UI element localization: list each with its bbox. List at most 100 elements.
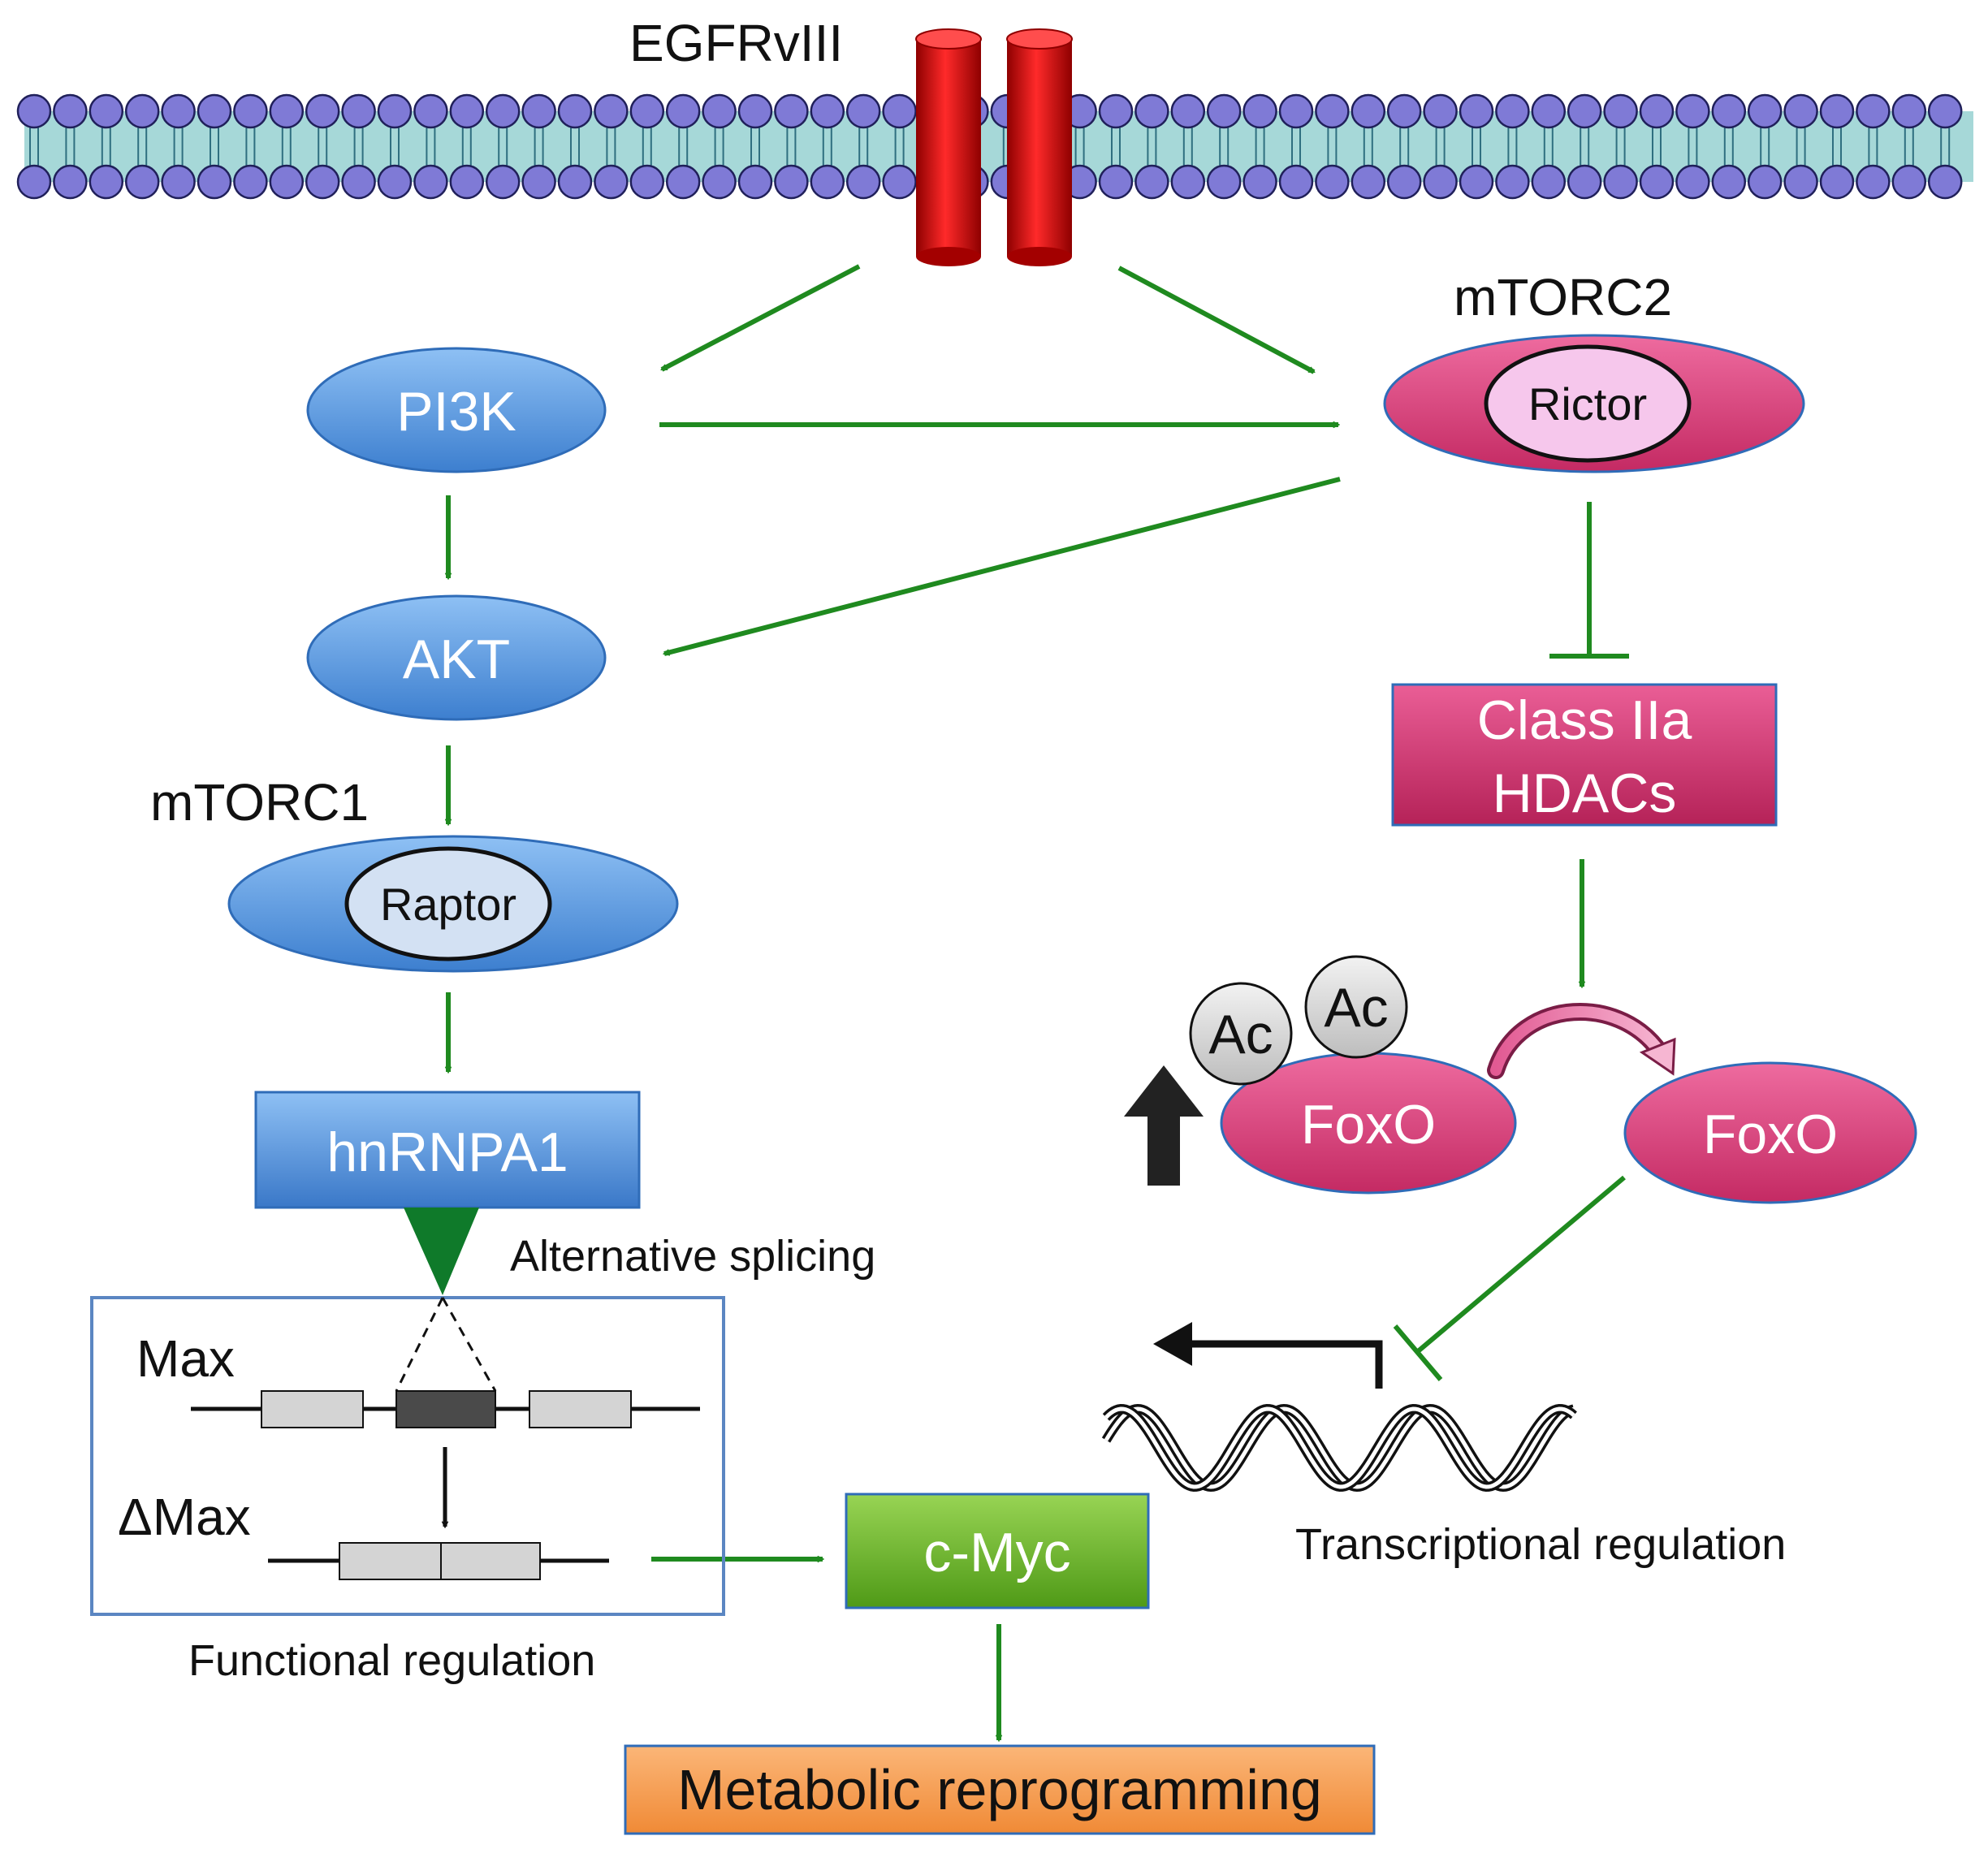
lipid-head	[882, 164, 917, 200]
lipid-head	[124, 164, 160, 200]
acetyl-label-1: Ac	[1208, 1004, 1273, 1065]
dna-helix-icon	[1101, 1403, 1577, 1493]
receptor-cylinder-right-bottom	[1007, 247, 1072, 266]
functional-regulation-label: Functional regulation	[188, 1636, 595, 1685]
lipid-head	[1819, 93, 1855, 129]
acetyl-group-1: Ac	[1189, 982, 1293, 1086]
receptor-cylinder-left-bottom	[916, 247, 981, 266]
max-label: Max	[136, 1329, 235, 1388]
lipid-head	[1856, 93, 1891, 129]
inhibit-foxo-transcription-bar	[1393, 1324, 1443, 1381]
mtorc2-label: mTORC2	[1454, 268, 1672, 326]
deacetylation-curved-arrow-fill	[1490, 1006, 1669, 1076]
lipid-head	[1675, 93, 1710, 129]
lipid-head	[594, 164, 629, 200]
lipid-head	[1603, 164, 1638, 200]
deltamax-exon-3	[440, 1542, 541, 1580]
increase-arrow-icon	[1124, 1065, 1204, 1186]
foxo-label: FoxO	[1703, 1104, 1838, 1165]
foxo-node: FoxO	[1623, 1061, 1917, 1204]
lipid-head	[161, 164, 196, 200]
acetyl-circle-2	[1304, 955, 1408, 1059]
hdac-node: Class IIa HDACs	[1391, 683, 1778, 827]
lipid-head	[1351, 164, 1386, 200]
lipid-head	[16, 164, 52, 200]
lipid-head	[413, 164, 448, 200]
lipid-head	[557, 164, 593, 200]
lipid-head	[1531, 93, 1567, 129]
lipid-head	[341, 93, 376, 129]
deltamax-exon-1	[339, 1542, 442, 1580]
membrane-heads-outer	[16, 93, 1963, 129]
lipid-head	[1315, 164, 1350, 200]
lipid-head	[341, 164, 376, 200]
lipid-head	[594, 93, 629, 129]
lipid-head	[665, 164, 701, 200]
lipid-head	[269, 164, 305, 200]
rictor-subunit	[1484, 344, 1692, 463]
max-exon-1	[261, 1390, 364, 1428]
egfrviii-receptor	[915, 28, 1073, 266]
lipid-head	[810, 93, 845, 129]
hdac-label-line2: HDACs	[1493, 763, 1677, 824]
lipid-head	[1927, 93, 1963, 129]
lipid-head	[1459, 93, 1494, 129]
pathway-edges	[448, 264, 1629, 1740]
deacetylation-curved-arrow	[1487, 1003, 1672, 1079]
lipid-head	[629, 164, 665, 200]
lipid-head	[377, 164, 413, 200]
lipid-head	[305, 164, 340, 200]
foxo-ellipse	[1623, 1061, 1917, 1204]
lipid-head	[1278, 164, 1314, 200]
akt-ellipse	[306, 594, 607, 721]
transcription-start-arrowhead	[1153, 1322, 1192, 1366]
delta-max-label: ΔMax	[118, 1488, 251, 1546]
lipid-head	[665, 93, 701, 129]
lipid-head	[1170, 93, 1206, 129]
lipid-head	[1927, 164, 1963, 200]
lipid-head	[1603, 93, 1638, 129]
lipid-head	[774, 164, 809, 200]
lipid-head	[1747, 164, 1783, 200]
pi3k-node: PI3K	[306, 347, 607, 473]
lipid-head	[89, 93, 124, 129]
dna-strand-2-core	[1104, 1406, 1575, 1489]
lipid-head	[1423, 93, 1458, 129]
lipid-head	[1242, 164, 1277, 200]
lipid-head	[1134, 164, 1169, 200]
lipid-head	[702, 93, 737, 129]
hdac-box	[1391, 683, 1778, 827]
splicing-triangle	[404, 1207, 479, 1295]
mtorc1-label: mTORC1	[150, 773, 369, 832]
lipid-head	[16, 93, 52, 129]
edge-receptor-to-pi3k	[662, 264, 861, 372]
lipid-head	[1819, 164, 1855, 200]
lipid-head	[737, 164, 773, 200]
lipid-head	[1459, 164, 1494, 200]
lipid-head	[1386, 164, 1422, 200]
lipid-head	[1567, 93, 1602, 129]
lipid-head	[305, 93, 340, 129]
lipid-head	[1747, 93, 1783, 129]
lipid-head	[1531, 164, 1567, 200]
lipid-head	[629, 93, 665, 129]
transcription-start-arrow	[1163, 1340, 1383, 1389]
lipid-head	[1386, 93, 1422, 129]
lipid-head	[1134, 93, 1169, 129]
lipid-head	[702, 164, 737, 200]
acetyl-circle-1	[1189, 982, 1293, 1086]
raptor-label: Raptor	[380, 879, 516, 930]
lipid-head	[1783, 93, 1818, 129]
deacetylation-arrowhead	[1639, 1037, 1676, 1076]
lipid-head	[1315, 93, 1350, 129]
lipid-head	[53, 93, 88, 129]
lipid-head	[1675, 164, 1710, 200]
foxo-acetylated-node: FoxO	[1220, 1052, 1517, 1195]
lipid-head	[1495, 93, 1530, 129]
lipid-head	[1856, 164, 1891, 200]
metabolic-label: Metabolic reprogramming	[677, 1758, 1322, 1821]
max-exon-3	[529, 1390, 632, 1428]
cmyc-node: c-Myc	[845, 1493, 1150, 1609]
lipid-head	[1783, 164, 1818, 200]
